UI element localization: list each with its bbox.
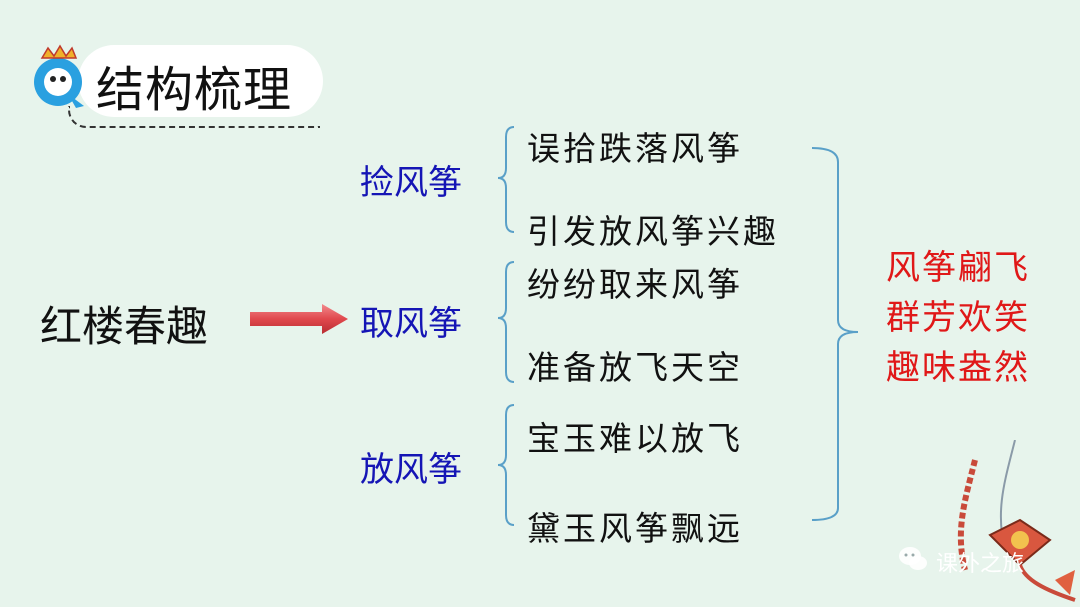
summary-line-3: 趣味盎然: [886, 348, 1030, 388]
bracket-cat-1: [497, 126, 515, 233]
item-2-2: 准备放飞天空: [527, 348, 743, 387]
topic-label: 红楼春趣: [40, 302, 209, 351]
summary-line-1: 风筝翩飞: [886, 248, 1030, 288]
item-1-1: 误拾跌落风筝: [527, 129, 743, 168]
item-3-2: 黛玉风筝飘远: [527, 509, 743, 548]
bracket-summary: [811, 147, 859, 521]
header-underline: [68, 106, 320, 128]
kite-icon: [957, 440, 1076, 602]
category-label-3: 放风筝: [360, 450, 462, 490]
category-label-1: 捡风筝: [360, 163, 462, 203]
item-3-1: 宝玉难以放飞: [527, 419, 743, 458]
header-pill: [78, 45, 323, 117]
q-mascot-icon: [34, 44, 84, 108]
page-title: 结构梳理: [96, 62, 293, 118]
wechat-icon: [899, 547, 927, 570]
category-label-2: 取风筝: [360, 304, 462, 344]
bracket-cat-3: [497, 404, 515, 526]
bracket-cat-2: [497, 261, 515, 383]
item-2-1: 纷纷取来风筝: [527, 265, 743, 304]
watermark-text: 课外之旅: [936, 552, 1025, 577]
arrow-right-icon: [250, 304, 348, 334]
item-1-2: 引发放风筝兴趣: [527, 212, 779, 251]
summary-line-2: 群芳欢笑: [886, 298, 1030, 338]
